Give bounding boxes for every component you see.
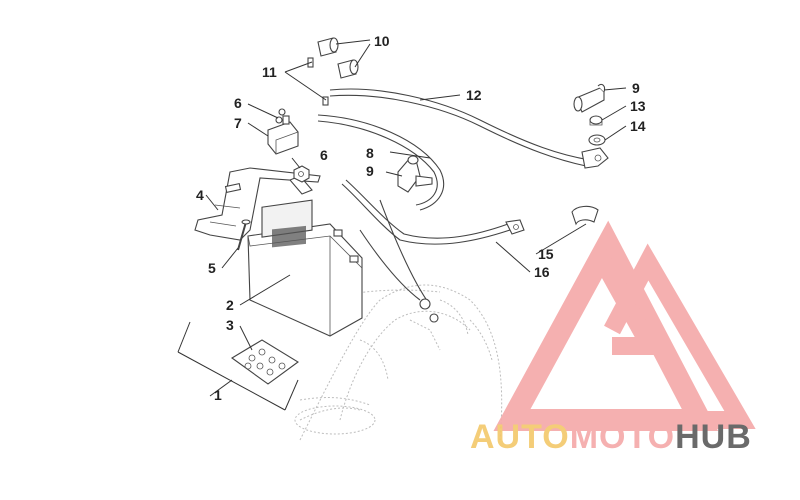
washer-14 bbox=[588, 134, 606, 146]
callout-5: 5 bbox=[208, 260, 216, 276]
callout-2: 2 bbox=[226, 297, 234, 313]
battery-label bbox=[272, 225, 306, 248]
svg-text:AUTOMOTOHUB: AUTOMOTOHUB bbox=[470, 418, 752, 456]
callout-16: 16 bbox=[534, 264, 550, 280]
callout-9-mid: 9 bbox=[366, 163, 374, 179]
cable-8 bbox=[317, 114, 445, 211]
battery-tray-3 bbox=[231, 339, 299, 385]
fuse-block-7 bbox=[267, 108, 299, 155]
callout-9-right: 9 bbox=[632, 80, 640, 96]
callout-3: 3 bbox=[226, 317, 234, 333]
screws-11 bbox=[307, 57, 329, 106]
cable-16 bbox=[341, 179, 525, 245]
watermark-auto: AUTO bbox=[470, 418, 570, 456]
callout-7: 7 bbox=[234, 115, 242, 131]
nut-6-top bbox=[275, 116, 283, 124]
callout-12: 12 bbox=[466, 87, 482, 103]
callout-4: 4 bbox=[196, 187, 204, 203]
nut-6-bracket bbox=[293, 165, 310, 183]
clip-15 bbox=[571, 205, 599, 226]
cable-12 bbox=[329, 88, 609, 169]
callout-10: 10 bbox=[374, 33, 390, 49]
callout-15: 15 bbox=[538, 246, 554, 262]
callout-6-top: 6 bbox=[234, 95, 242, 111]
callouts: 1 2 3 4 5 6 6 7 8 9 9 10 11 12 13 14 15 … bbox=[196, 33, 646, 403]
triangle-logo-icon bbox=[493, 220, 756, 431]
watermark-moto: MOTO bbox=[570, 418, 675, 456]
cable-to-frame bbox=[359, 199, 439, 323]
callout-11: 11 bbox=[262, 64, 277, 80]
callout-8: 8 bbox=[366, 145, 374, 161]
automotohub-watermark: AUTOMOTOHUB bbox=[470, 220, 756, 456]
callout-6-bracket: 6 bbox=[320, 147, 328, 163]
group-bracket-1 bbox=[177, 321, 299, 411]
screw-5 bbox=[237, 219, 251, 251]
leader-lines bbox=[205, 39, 627, 397]
battery-2 bbox=[247, 199, 363, 337]
callout-14: 14 bbox=[630, 118, 646, 134]
callout-1: 1 bbox=[214, 387, 222, 403]
callout-13: 13 bbox=[630, 98, 646, 114]
terminal-boots-10 bbox=[317, 37, 359, 79]
terminal-boot-9-mid bbox=[397, 155, 433, 193]
watermark-hub: HUB bbox=[675, 418, 752, 456]
nut-13 bbox=[589, 115, 603, 126]
terminal-boot-9-right bbox=[573, 83, 606, 113]
